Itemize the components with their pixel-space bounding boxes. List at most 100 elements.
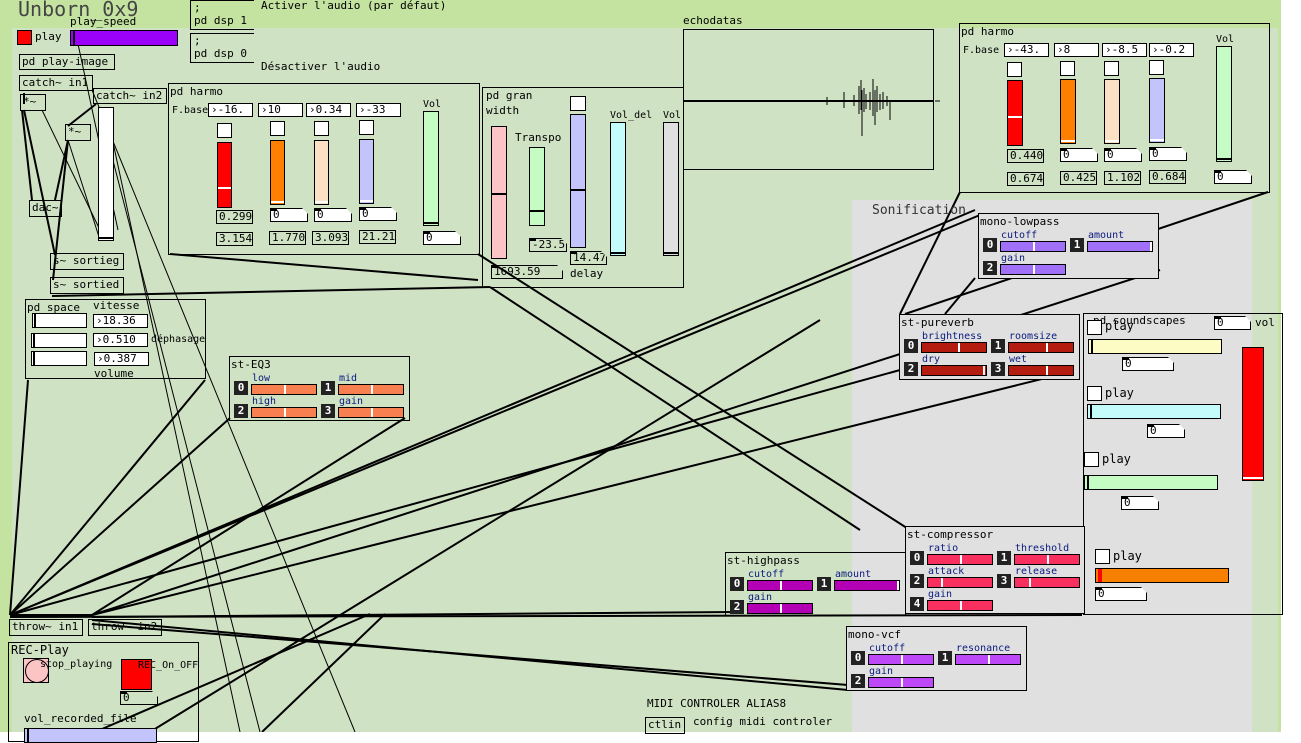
harmo-left-slider-0[interactable] bbox=[217, 142, 232, 208]
vcf-cutoff-slider[interactable] bbox=[868, 654, 934, 665]
soundscape-2-value: 0 bbox=[1147, 424, 1185, 438]
compressor-ratio-slider[interactable] bbox=[927, 554, 993, 565]
catch-in2-object[interactable]: catch~ in2 bbox=[93, 88, 167, 104]
harmo-right-input-1[interactable]: ›8 bbox=[1054, 43, 1099, 57]
highpass-gain-slider[interactable] bbox=[747, 603, 813, 614]
pureverb-wet-slider[interactable] bbox=[1008, 365, 1074, 376]
play-toggle[interactable] bbox=[17, 30, 32, 45]
pureverb-brightness-slider[interactable] bbox=[921, 342, 987, 353]
harmo-left-vol-slider[interactable] bbox=[423, 111, 439, 226]
stop-playing-bang[interactable] bbox=[23, 658, 49, 683]
space-slider-dephasage[interactable] bbox=[31, 333, 87, 348]
eq3-mid-slider[interactable] bbox=[338, 384, 404, 395]
vcf-resonance-slider[interactable] bbox=[955, 654, 1021, 665]
compressor-release-slider[interactable] bbox=[1014, 577, 1080, 588]
gran-transpo-slider[interactable] bbox=[529, 147, 545, 226]
pureverb-roomsize-slider[interactable] bbox=[1008, 342, 1074, 353]
eq3-gain-slider[interactable] bbox=[338, 407, 404, 418]
harmo-left-input-1[interactable]: ›10 bbox=[258, 103, 303, 117]
eq3-high-slider[interactable] bbox=[251, 407, 317, 418]
gran-bang[interactable] bbox=[570, 96, 586, 111]
gran-vol-slider[interactable] bbox=[663, 122, 679, 256]
vcf-index-2: 2 bbox=[851, 674, 865, 688]
play-speed-slider[interactable] bbox=[70, 30, 178, 46]
harmo-left-slider-3[interactable] bbox=[359, 139, 374, 204]
ctlin-object[interactable]: ctlin bbox=[645, 717, 685, 734]
soundscape-3-toggle[interactable] bbox=[1084, 452, 1099, 467]
soundscape-3-slider[interactable] bbox=[1084, 475, 1218, 490]
lowpass-index-1: 1 bbox=[1070, 238, 1084, 252]
harmo-right-out-1: 0 bbox=[1060, 148, 1098, 162]
harmo-left-slider-1[interactable] bbox=[270, 140, 285, 205]
space-value-vitesse[interactable]: ›18.36 bbox=[93, 314, 148, 328]
compressor-attack-slider[interactable] bbox=[927, 577, 993, 588]
gran-delay-slider[interactable] bbox=[570, 114, 586, 248]
gran-width-slider[interactable] bbox=[491, 126, 507, 259]
soundscape-1-toggle[interactable] bbox=[1087, 320, 1102, 335]
harmo-left-bang-1[interactable] bbox=[270, 121, 285, 136]
harmo-right-slider-2[interactable] bbox=[1104, 79, 1120, 144]
lowpass-amount-slider[interactable] bbox=[1087, 241, 1153, 252]
harmo-right-slider-1[interactable] bbox=[1060, 79, 1076, 144]
dsp-on-message[interactable]: ; pd dsp 1 bbox=[190, 0, 254, 30]
lowpass-gain-slider[interactable] bbox=[1000, 264, 1066, 275]
space-slider-volume[interactable] bbox=[31, 351, 87, 366]
harmo-left-bang-3[interactable] bbox=[359, 120, 374, 135]
deactivate-audio-comment: Désactiver l'audio bbox=[261, 60, 381, 73]
vertical-slider-white[interactable] bbox=[98, 107, 114, 241]
space-value-dephasage[interactable]: ›0.510 bbox=[93, 333, 148, 347]
soundscape-2-toggle[interactable] bbox=[1087, 386, 1102, 401]
harmo-left-input-2[interactable]: ›0.34 bbox=[306, 103, 351, 117]
harmo-right-input-3[interactable]: ›-0.2 bbox=[1149, 43, 1194, 57]
harmo-right-bang-3[interactable] bbox=[1149, 60, 1164, 75]
space-value-volume[interactable]: ›0.387 bbox=[94, 352, 149, 366]
multiply-signal-object-2[interactable]: *~ bbox=[65, 124, 91, 141]
compressor-gain-slider[interactable] bbox=[927, 600, 993, 611]
space-slider-vitesse[interactable] bbox=[32, 313, 87, 328]
vcf-gain-slider[interactable] bbox=[868, 677, 934, 688]
send-sortied-object[interactable]: s~ sortied bbox=[50, 277, 124, 294]
echodatas-array[interactable] bbox=[683, 29, 934, 170]
harmo-left-input-0[interactable]: ›-16. bbox=[208, 103, 253, 117]
harmo-right-input-0[interactable]: ›-43. bbox=[1004, 43, 1049, 57]
dac-object[interactable]: dac~ bbox=[29, 200, 62, 217]
soundscape-4-toggle[interactable] bbox=[1095, 549, 1110, 564]
vol-recorded-file-slider[interactable] bbox=[24, 728, 157, 743]
soundscape-4-slider[interactable] bbox=[1095, 568, 1229, 583]
pureverb-panel: st-pureverb brightness roomsize 0 1 dry … bbox=[899, 314, 1080, 380]
pureverb-brightness-label: brightness bbox=[922, 331, 983, 342]
harmo-right-slider-0[interactable] bbox=[1007, 80, 1023, 146]
highpass-cutoff-slider[interactable] bbox=[747, 580, 813, 591]
eq3-panel: st-EQ3 low mid 0 1 high gain 2 3 bbox=[229, 356, 410, 421]
harmo-right-vol-slider[interactable] bbox=[1216, 46, 1232, 162]
throw-in1-object[interactable]: throw~ in1 bbox=[9, 619, 83, 636]
compressor-threshold-slider[interactable] bbox=[1014, 554, 1080, 565]
gran-width-label: width bbox=[486, 104, 520, 117]
gran-vol-del-slider[interactable] bbox=[610, 122, 626, 256]
harmo-left-slider-2[interactable] bbox=[314, 140, 329, 205]
eq3-low-slider[interactable] bbox=[251, 384, 317, 395]
soundscape-1-slider[interactable] bbox=[1088, 339, 1222, 354]
harmo-right-bang-1[interactable] bbox=[1060, 61, 1075, 76]
harmo-right-slider-3[interactable] bbox=[1149, 78, 1165, 143]
harmo-right-out-2: 0 bbox=[1104, 148, 1142, 162]
harmo-left-input-3[interactable]: ›-33 bbox=[356, 103, 401, 117]
highpass-amount-slider[interactable] bbox=[834, 580, 900, 591]
soundscape-2-slider[interactable] bbox=[1087, 404, 1221, 419]
send-sortieg-object[interactable]: s~ sortieg bbox=[50, 253, 124, 270]
dsp-off-message[interactable]: ; pd dsp 0 bbox=[190, 33, 254, 63]
throw-in2-object[interactable]: throw~ in2 bbox=[88, 619, 162, 636]
harmo-left-bang-2[interactable] bbox=[314, 121, 329, 136]
harmo-right-input-2[interactable]: ›-8.5 bbox=[1102, 43, 1147, 57]
harmo-left-bang-0[interactable] bbox=[217, 123, 232, 138]
rec-on-off-toggle[interactable] bbox=[121, 659, 152, 690]
pureverb-dry-slider[interactable] bbox=[921, 365, 987, 376]
harmo-right-bang-2[interactable] bbox=[1104, 61, 1119, 76]
multiply-signal-object-1[interactable]: *~ bbox=[20, 94, 46, 111]
catch-in1-object[interactable]: catch~ in1 bbox=[19, 75, 93, 91]
soundscapes-vol-slider[interactable] bbox=[1242, 347, 1264, 481]
lowpass-cutoff-slider[interactable] bbox=[1000, 241, 1066, 252]
pd-play-image-object[interactable]: pd play-image bbox=[19, 54, 115, 70]
harmo-right-bang-0[interactable] bbox=[1007, 62, 1022, 77]
pureverb-index-1: 1 bbox=[991, 339, 1005, 353]
